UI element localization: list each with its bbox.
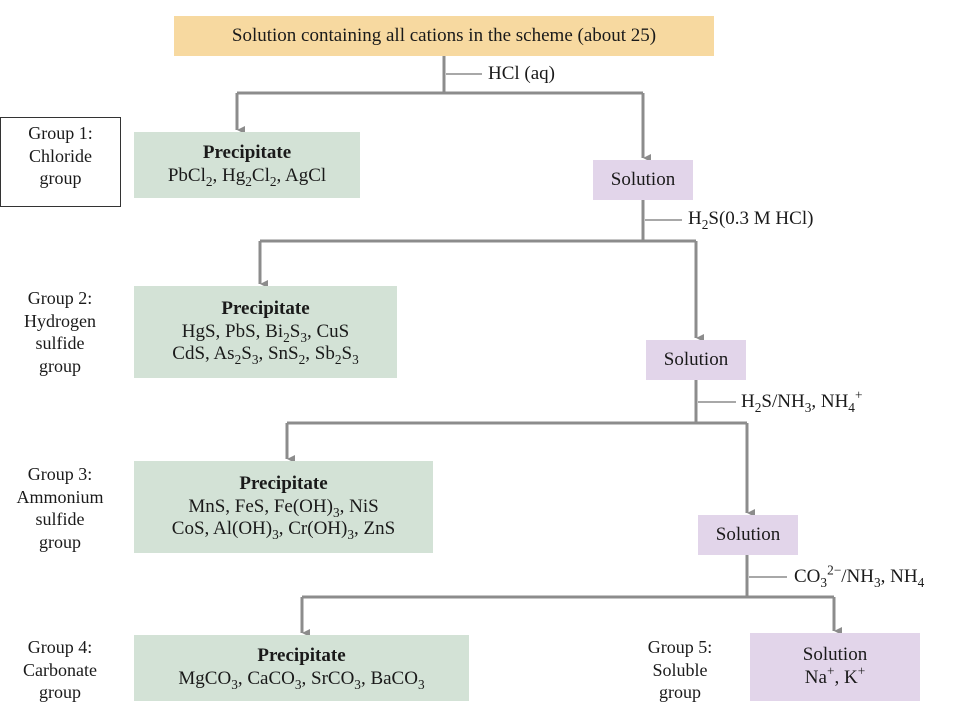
precipitate-2-formulas-line1: HgS, PbS, Bi2S3, CuS <box>181 320 350 345</box>
start-solution-box: Solution containing all cations in the s… <box>174 16 714 56</box>
precipitate-group-1: Precipitate PbCl2, Hg2Cl2, AgCl <box>134 132 360 198</box>
precipitate-group-2: Precipitate HgS, PbS, Bi2S3, CuS CdS, As… <box>134 286 397 378</box>
solution-box-2: Solution <box>646 340 746 380</box>
solution-box-group-5: Solution Na+, K+ <box>750 633 920 701</box>
precipitate-title: Precipitate <box>257 645 346 667</box>
reagent-hcl: HCl (aq) <box>488 63 556 84</box>
precipitate-1-formulas: PbCl2, Hg2Cl2, AgCl <box>167 165 327 189</box>
precipitate-title: Precipitate <box>202 142 292 164</box>
reagent-h2s-acidic: H2S(0.3 M HCl) <box>688 208 814 232</box>
reagent-h2s-ammonia: H2S/NH3, NH4+ <box>741 387 863 415</box>
soluble-cations: Na+, K+ <box>804 663 866 688</box>
precipitate-3-formulas-line2: CoS, Al(OH)3, Cr(OH)3, ZnS <box>171 518 396 543</box>
solution-box-3: Solution <box>698 515 798 555</box>
precipitate-group-3: Precipitate MnS, FeS, Fe(OH)3, NiS CoS, … <box>134 461 433 553</box>
precipitate-3-formulas-line1: MnS, FeS, Fe(OH)3, NiS <box>188 495 379 520</box>
precipitate-group-4: Precipitate MgCO3, CaCO3, SrCO3, BaCO3 <box>134 635 469 701</box>
precipitate-title: Precipitate <box>221 297 310 319</box>
precipitate-title: Precipitate <box>239 472 328 494</box>
start-solution-text: Solution containing all cations in the s… <box>231 24 657 46</box>
solution-box-1: Solution <box>593 160 693 200</box>
reagent-carbonate: CO32−/NH3, NH4 <box>794 562 925 590</box>
precipitate-2-formulas-line2: CdS, As2S3, SnS2, Sb2S3 <box>172 343 359 368</box>
precipitate-4-formulas: MgCO3, CaCO3, SrCO3, BaCO3 <box>178 668 425 692</box>
